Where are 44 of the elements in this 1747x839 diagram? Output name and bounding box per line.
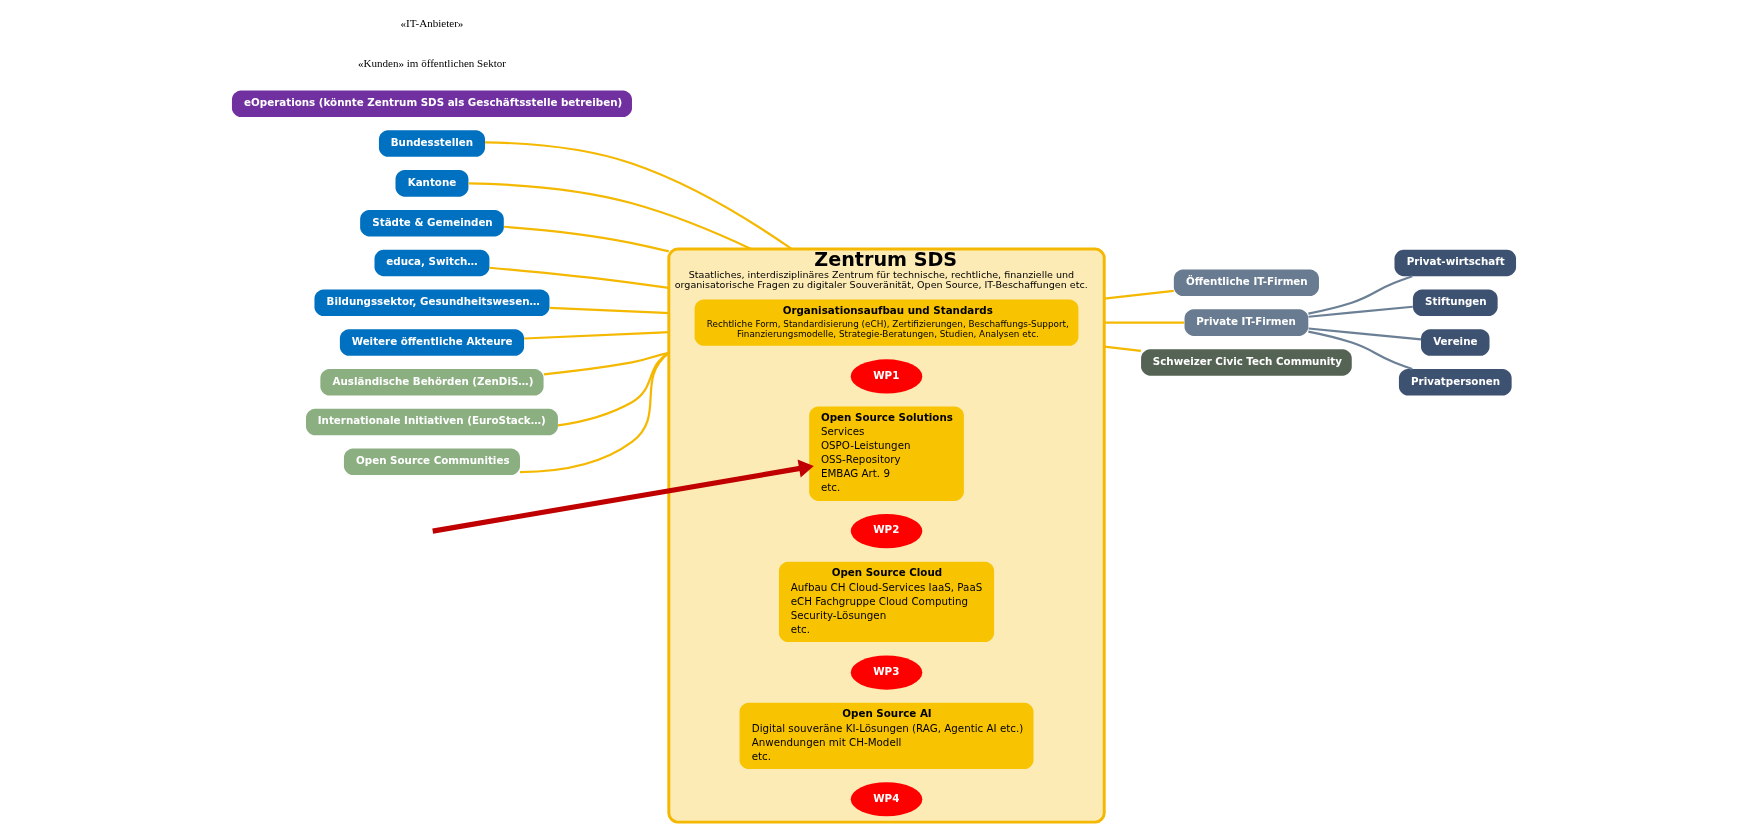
connector (523, 331, 669, 340)
node-box: eOperations (könnte Zentrum SDS als Geschäftsstelle betreiben) (231, 90, 632, 118)
node-box: Bildungssektor, Gesundheitswesen… (313, 289, 549, 316)
node-box: Internationale Initiativen (EuroStack…) (305, 408, 558, 436)
connector (488, 266, 669, 289)
node-box: Organisationsaufbau und Standards Rechtliche Form, Standardisierung (eCH), Zertifizierungen, Beschaffungs-Support, Finanzierungsmodelle, Strategie-Beratungen, Studien, Analysen etc. (694, 299, 1078, 346)
node-box: Öffentliche IT-Firmen (1173, 269, 1319, 297)
node-ellipse: WP3 (850, 655, 922, 690)
connector (519, 352, 670, 474)
node-box: Bundesstellen (378, 130, 485, 157)
connector (1103, 321, 1184, 324)
node-box: Privatpersonen (1398, 369, 1512, 396)
connector (549, 306, 669, 315)
connector (1307, 305, 1413, 318)
connector (557, 351, 669, 427)
label: «Kunden» im öffentlichen Sektor (357, 56, 506, 69)
node-box: Open Source Cloud Aufbau CH Cloud-Services IaaS, PaaS eCH Fachgruppe Cloud Computing Security-Lösungen etc. (778, 561, 994, 642)
connector (543, 351, 669, 376)
node-ellipse: WP1 (850, 359, 922, 394)
node-box: educa, Switch… (374, 249, 489, 277)
node-box: Stiftungen (1412, 289, 1498, 316)
node-box: Städte & Gemeinden (359, 209, 504, 237)
connector (1307, 327, 1421, 341)
connector (1307, 275, 1413, 315)
node-box: Schweizer Civic Tech Community (1140, 349, 1352, 376)
node-box: Privat-wirtschaft (1394, 249, 1516, 277)
node-box: Ausländische Behörden (ZenDiS…) (319, 369, 544, 396)
node-box: Weitere öffentliche Akteure (339, 329, 524, 356)
node-box: Kantone (395, 170, 468, 197)
connector (1103, 345, 1141, 352)
connector (468, 182, 752, 250)
node-box: Vereine (1420, 329, 1490, 356)
connector (1103, 289, 1174, 300)
arrow (431, 459, 814, 534)
node-box: Private IT-Firmen (1184, 309, 1308, 336)
node-box: Open Source AI Digital souveräne KI-Lösungen (RAG, Agentic AI etc.) Anwendungen mit CH-Modell etc. (739, 702, 1033, 770)
connector (503, 225, 669, 253)
connector (1307, 330, 1413, 371)
node-ellipse: WP2 (850, 514, 922, 549)
node-ellipse: WP4 (850, 782, 922, 817)
node-box: Open Source Solutions Services OSPO-Leistungen OSS-Repository EMBAG Art. 9 etc. (808, 406, 964, 501)
node-box: Open Source Communities (343, 448, 520, 476)
label: «IT-Anbieter» (400, 16, 463, 29)
connector (484, 141, 792, 250)
